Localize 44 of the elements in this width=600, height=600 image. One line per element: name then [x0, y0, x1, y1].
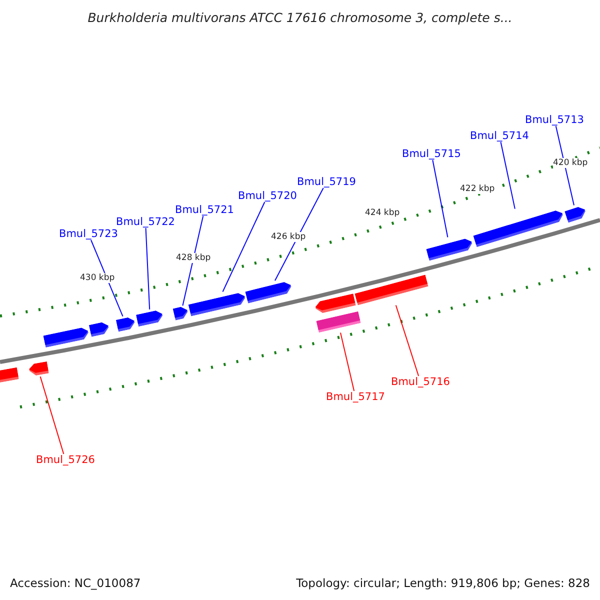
scale-label: 420 kbp — [553, 158, 588, 168]
gene-feature — [245, 280, 293, 304]
gene-feature — [28, 361, 48, 377]
gene-feature — [316, 311, 360, 333]
gene-feature — [564, 205, 588, 223]
gene-feature — [172, 306, 190, 320]
leader-line — [90, 240, 124, 317]
gene-feature — [426, 237, 474, 261]
leader-line — [432, 160, 448, 238]
gene-label: Bmul_5723 — [59, 228, 118, 240]
gene-feature — [473, 208, 565, 248]
title: Burkholderia multivorans ATCC 17616 chromosome 3, complete s... — [86, 10, 514, 25]
gene-label: Bmul_5714 — [470, 130, 529, 142]
gene-label: Bmul_5722 — [116, 216, 175, 228]
gene-label: Bmul_5717 — [326, 391, 385, 403]
gene-feature — [354, 274, 428, 306]
leader-line — [145, 228, 150, 310]
gene-label: Bmul_5719 — [297, 176, 356, 188]
gene-label: Bmul_5716 — [391, 376, 450, 388]
gene-label: Bmul_5720 — [238, 190, 297, 202]
gene-feature — [0, 367, 19, 383]
accession-text: Accession: NC_010087 — [10, 576, 141, 590]
gene-feature — [188, 292, 246, 316]
leader-line — [182, 216, 204, 306]
gene-feature — [314, 294, 356, 314]
gene-label: Bmul_5713 — [525, 114, 584, 126]
gene-label: Bmul_5715 — [402, 148, 461, 160]
leader-line — [40, 376, 64, 454]
scale-label: 422 kbp — [460, 184, 495, 194]
genome-info: Topology: circular; Length: 919,806 bp; Genes: 828 — [296, 576, 590, 590]
leader-line — [340, 332, 355, 392]
scale-label: 426 kbp — [271, 232, 306, 242]
leader-line — [395, 304, 420, 376]
scale-label: 424 kbp — [365, 208, 400, 218]
gene-feature — [88, 321, 110, 337]
leader-line — [222, 202, 266, 292]
scale-label: 430 kbp — [80, 273, 115, 283]
leader-line — [274, 188, 324, 282]
leader-line — [555, 126, 574, 206]
leader-line — [500, 142, 516, 210]
gene-label: Bmul_5726 — [36, 454, 95, 466]
gene-label: Bmul_5721 — [175, 204, 234, 216]
scale-label: 428 kbp — [176, 253, 211, 263]
gene-feature — [116, 316, 136, 332]
